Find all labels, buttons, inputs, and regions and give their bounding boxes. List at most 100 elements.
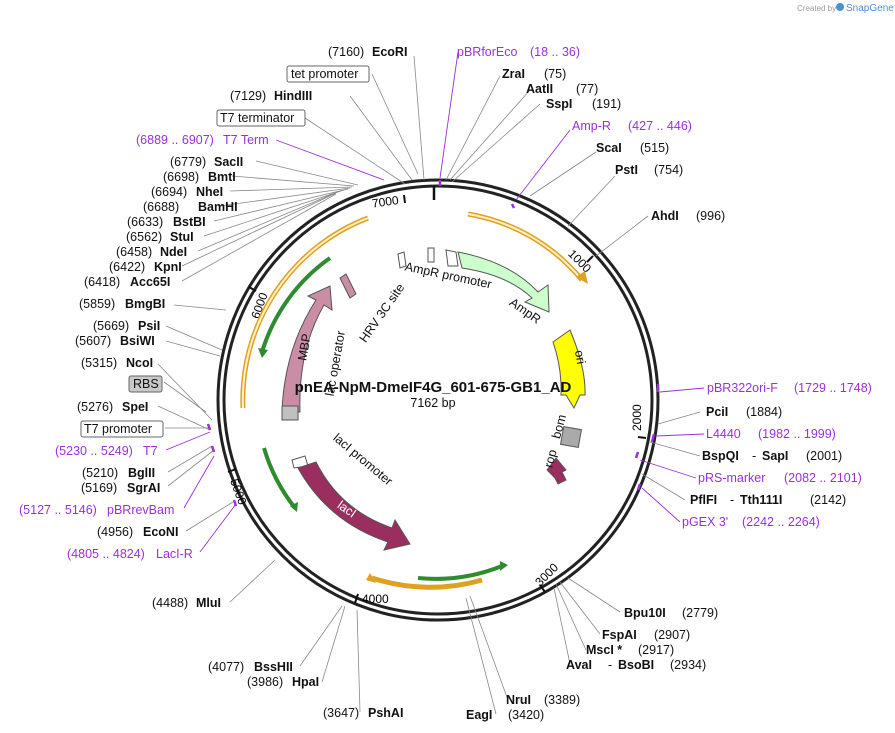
plasmid-length: 7162 bp bbox=[410, 396, 455, 410]
svg-text:(5669): (5669) bbox=[93, 319, 129, 333]
enzyme-scai[interactable]: ScaI (515) bbox=[596, 141, 669, 155]
orange-arc-lac bbox=[371, 575, 483, 590]
svg-text:pRS-marker: pRS-marker bbox=[698, 471, 765, 485]
primer-pbrforeco[interactable]: pBRforEco (18 .. 36) bbox=[457, 45, 580, 59]
svg-text:FspAI: FspAI bbox=[602, 628, 637, 642]
enzyme-ecori[interactable]: (7160) EcoRI bbox=[328, 45, 407, 59]
enzyme-eagi[interactable]: EagI (3420) bbox=[466, 708, 544, 722]
svg-text:Amp-R: Amp-R bbox=[572, 119, 611, 133]
plasmid-name: pnEA-NpM-DmeIF4G_601-675-GB1_AD bbox=[295, 379, 572, 396]
svg-text:(77): (77) bbox=[576, 82, 598, 96]
rop-feature bbox=[546, 457, 567, 485]
primer-pgex-3[interactable]: pGEX 3' (2242 .. 2264) bbox=[682, 515, 820, 529]
t7-terminator-box: T7 terminator bbox=[216, 109, 306, 127]
enzyme-kpni[interactable]: (6422) KpnI bbox=[109, 260, 182, 274]
orange-arc-bla-arrow bbox=[576, 271, 588, 284]
enzyme-hindiii[interactable]: (7129) HindIII bbox=[230, 89, 312, 103]
enzyme-pflfi-tth111i[interactable]: PflFI - Tth111I (2142) bbox=[690, 493, 846, 507]
svg-text:StuI: StuI bbox=[170, 230, 194, 244]
svg-text:(2779): (2779) bbox=[682, 606, 718, 620]
enzyme-sacii[interactable]: (6779) SacII bbox=[170, 155, 243, 169]
ampr-feature bbox=[457, 251, 550, 313]
primer-t7[interactable]: (5230 .. 5249) T7 bbox=[55, 444, 158, 458]
bom-feature bbox=[559, 425, 583, 449]
primer-laci-r[interactable]: (4805 .. 4824) LacI-R bbox=[67, 547, 193, 561]
svg-text:(18 .. 36): (18 .. 36) bbox=[530, 45, 580, 59]
svg-text:pBRrevBam: pBRrevBam bbox=[107, 503, 174, 517]
orange-arc-lac-arrow bbox=[366, 573, 376, 583]
enzyme-bsshii[interactable]: (4077) BssHII bbox=[208, 660, 293, 674]
t7-promoter-box: T7 promoter bbox=[80, 420, 164, 438]
enzyme-bspqi-sapi[interactable]: BspQI - SapI (2001) bbox=[702, 449, 842, 463]
primer-pbrrevbam[interactable]: (5127 .. 5146) pBRrevBam bbox=[19, 503, 174, 517]
t7-terminator-label: T7 terminator bbox=[220, 111, 294, 125]
enzyme-zrai[interactable]: ZraI (75) bbox=[502, 67, 566, 81]
enzyme-bamhi[interactable]: (6688) BamHI bbox=[143, 200, 238, 214]
enzyme-acc65i[interactable]: (6418) Acc65I bbox=[84, 275, 170, 289]
enzyme-ncoi[interactable]: (5315) NcoI bbox=[81, 356, 153, 370]
orange-arc-bla-inner bbox=[467, 213, 583, 281]
enzyme-bglii[interactable]: (5210) BglII bbox=[82, 466, 155, 480]
svg-text:BsiWI: BsiWI bbox=[120, 334, 155, 348]
rbs-box: RBS bbox=[128, 375, 163, 393]
svg-text:(515): (515) bbox=[640, 141, 669, 155]
svg-text:AatII: AatII bbox=[526, 82, 553, 96]
enzyme-ndei[interactable]: (6458) NdeI bbox=[116, 245, 187, 259]
svg-text:PstI: PstI bbox=[615, 163, 638, 177]
enzyme-ahdi[interactable]: AhdI (996) bbox=[651, 209, 725, 223]
svg-text:PflFI: PflFI bbox=[690, 493, 717, 507]
enzyme-bmgbi[interactable]: (5859) BmgBI bbox=[79, 297, 165, 311]
enzyme-bstbi[interactable]: (6633) BstBI bbox=[127, 215, 206, 229]
lac-operator-feature bbox=[281, 405, 299, 421]
snapgene-logo-icon bbox=[836, 3, 844, 11]
enzyme-bmti[interactable]: (6698) BmtI bbox=[163, 170, 236, 184]
mbp-feature bbox=[281, 285, 333, 413]
enzyme-sspi[interactable]: SspI (191) bbox=[546, 97, 621, 111]
enzyme-econi[interactable]: (4956) EcoNI bbox=[97, 525, 178, 539]
enzyme-sgrai[interactable]: (5169) SgrAI bbox=[81, 481, 160, 495]
svg-text:(7160): (7160) bbox=[328, 45, 364, 59]
primer-t7-term[interactable]: (6889 .. 6907) T7 Term bbox=[136, 133, 269, 147]
enzyme-pcii[interactable]: PciI (1884) bbox=[706, 405, 782, 419]
enzyme-psii[interactable]: (5669) PsiI bbox=[93, 319, 160, 333]
rbs-label: RBS bbox=[133, 377, 159, 391]
enzyme-spei[interactable]: (5276) SpeI bbox=[77, 400, 148, 414]
svg-text:BstBI: BstBI bbox=[173, 215, 206, 229]
hrv-3c-site-label: HRV 3C site bbox=[357, 281, 408, 345]
svg-text:T7: T7 bbox=[143, 444, 158, 458]
svg-text:HpaI: HpaI bbox=[292, 675, 319, 689]
svg-text:(3986): (3986) bbox=[247, 675, 283, 689]
tet-promoter-label: tet promoter bbox=[291, 67, 358, 81]
svg-text:Acc65I: Acc65I bbox=[130, 275, 170, 289]
enzyme-bsiwi[interactable]: (5607) BsiWI bbox=[75, 334, 155, 348]
svg-text:(6698): (6698) bbox=[163, 170, 199, 184]
svg-text:MscI *: MscI * bbox=[586, 643, 622, 657]
enzyme-nhei[interactable]: (6694) NheI bbox=[151, 185, 223, 199]
rop-label: rop bbox=[541, 448, 559, 469]
enzyme-pshai[interactable]: (3647) PshAI bbox=[323, 706, 403, 720]
created-by-text: Created by bbox=[797, 4, 836, 13]
svg-text:(191): (191) bbox=[592, 97, 621, 111]
laci-promoter-label: lacI promoter bbox=[330, 431, 395, 489]
svg-text:(75): (75) bbox=[544, 67, 566, 81]
enzyme-psti[interactable]: PstI (754) bbox=[615, 163, 683, 177]
svg-text:ScaI: ScaI bbox=[596, 141, 622, 155]
enzyme-nrui[interactable]: NruI (3389) bbox=[506, 693, 580, 707]
enzyme-bpu10i[interactable]: Bpu10I (2779) bbox=[624, 606, 718, 620]
enzyme-hpai[interactable]: (3986) HpaI bbox=[247, 675, 319, 689]
enzyme-fspai[interactable]: FspAI (2907) bbox=[602, 628, 690, 642]
primer-prs-marker[interactable]: pRS-marker (2082 .. 2101) bbox=[698, 471, 862, 485]
primer-amp-r[interactable]: Amp-R (427 .. 446) bbox=[572, 119, 692, 133]
primer-l4440[interactable]: L4440 (1982 .. 1999) bbox=[706, 427, 836, 441]
laci-feature bbox=[297, 461, 411, 551]
svg-text:-: - bbox=[608, 658, 612, 672]
primer-pbr322ori-f[interactable]: pBR322ori-F (1729 .. 1748) bbox=[707, 381, 872, 395]
enzyme-mlui[interactable]: (4488) MluI bbox=[152, 596, 221, 610]
enzyme-aatii[interactable]: AatII (77) bbox=[526, 82, 598, 96]
enzyme-msci[interactable]: MscI * (2917) bbox=[586, 643, 674, 657]
enzyme-stui[interactable]: (6562) StuI bbox=[126, 230, 194, 244]
svg-text:(5230 .. 5249): (5230 .. 5249) bbox=[55, 444, 133, 458]
t7-promoter-label: T7 promoter bbox=[84, 422, 152, 436]
tick-label-2000: 2000 bbox=[630, 404, 644, 431]
enzyme-avai-bsobi[interactable]: AvaI - BsoBI (2934) bbox=[566, 658, 706, 672]
